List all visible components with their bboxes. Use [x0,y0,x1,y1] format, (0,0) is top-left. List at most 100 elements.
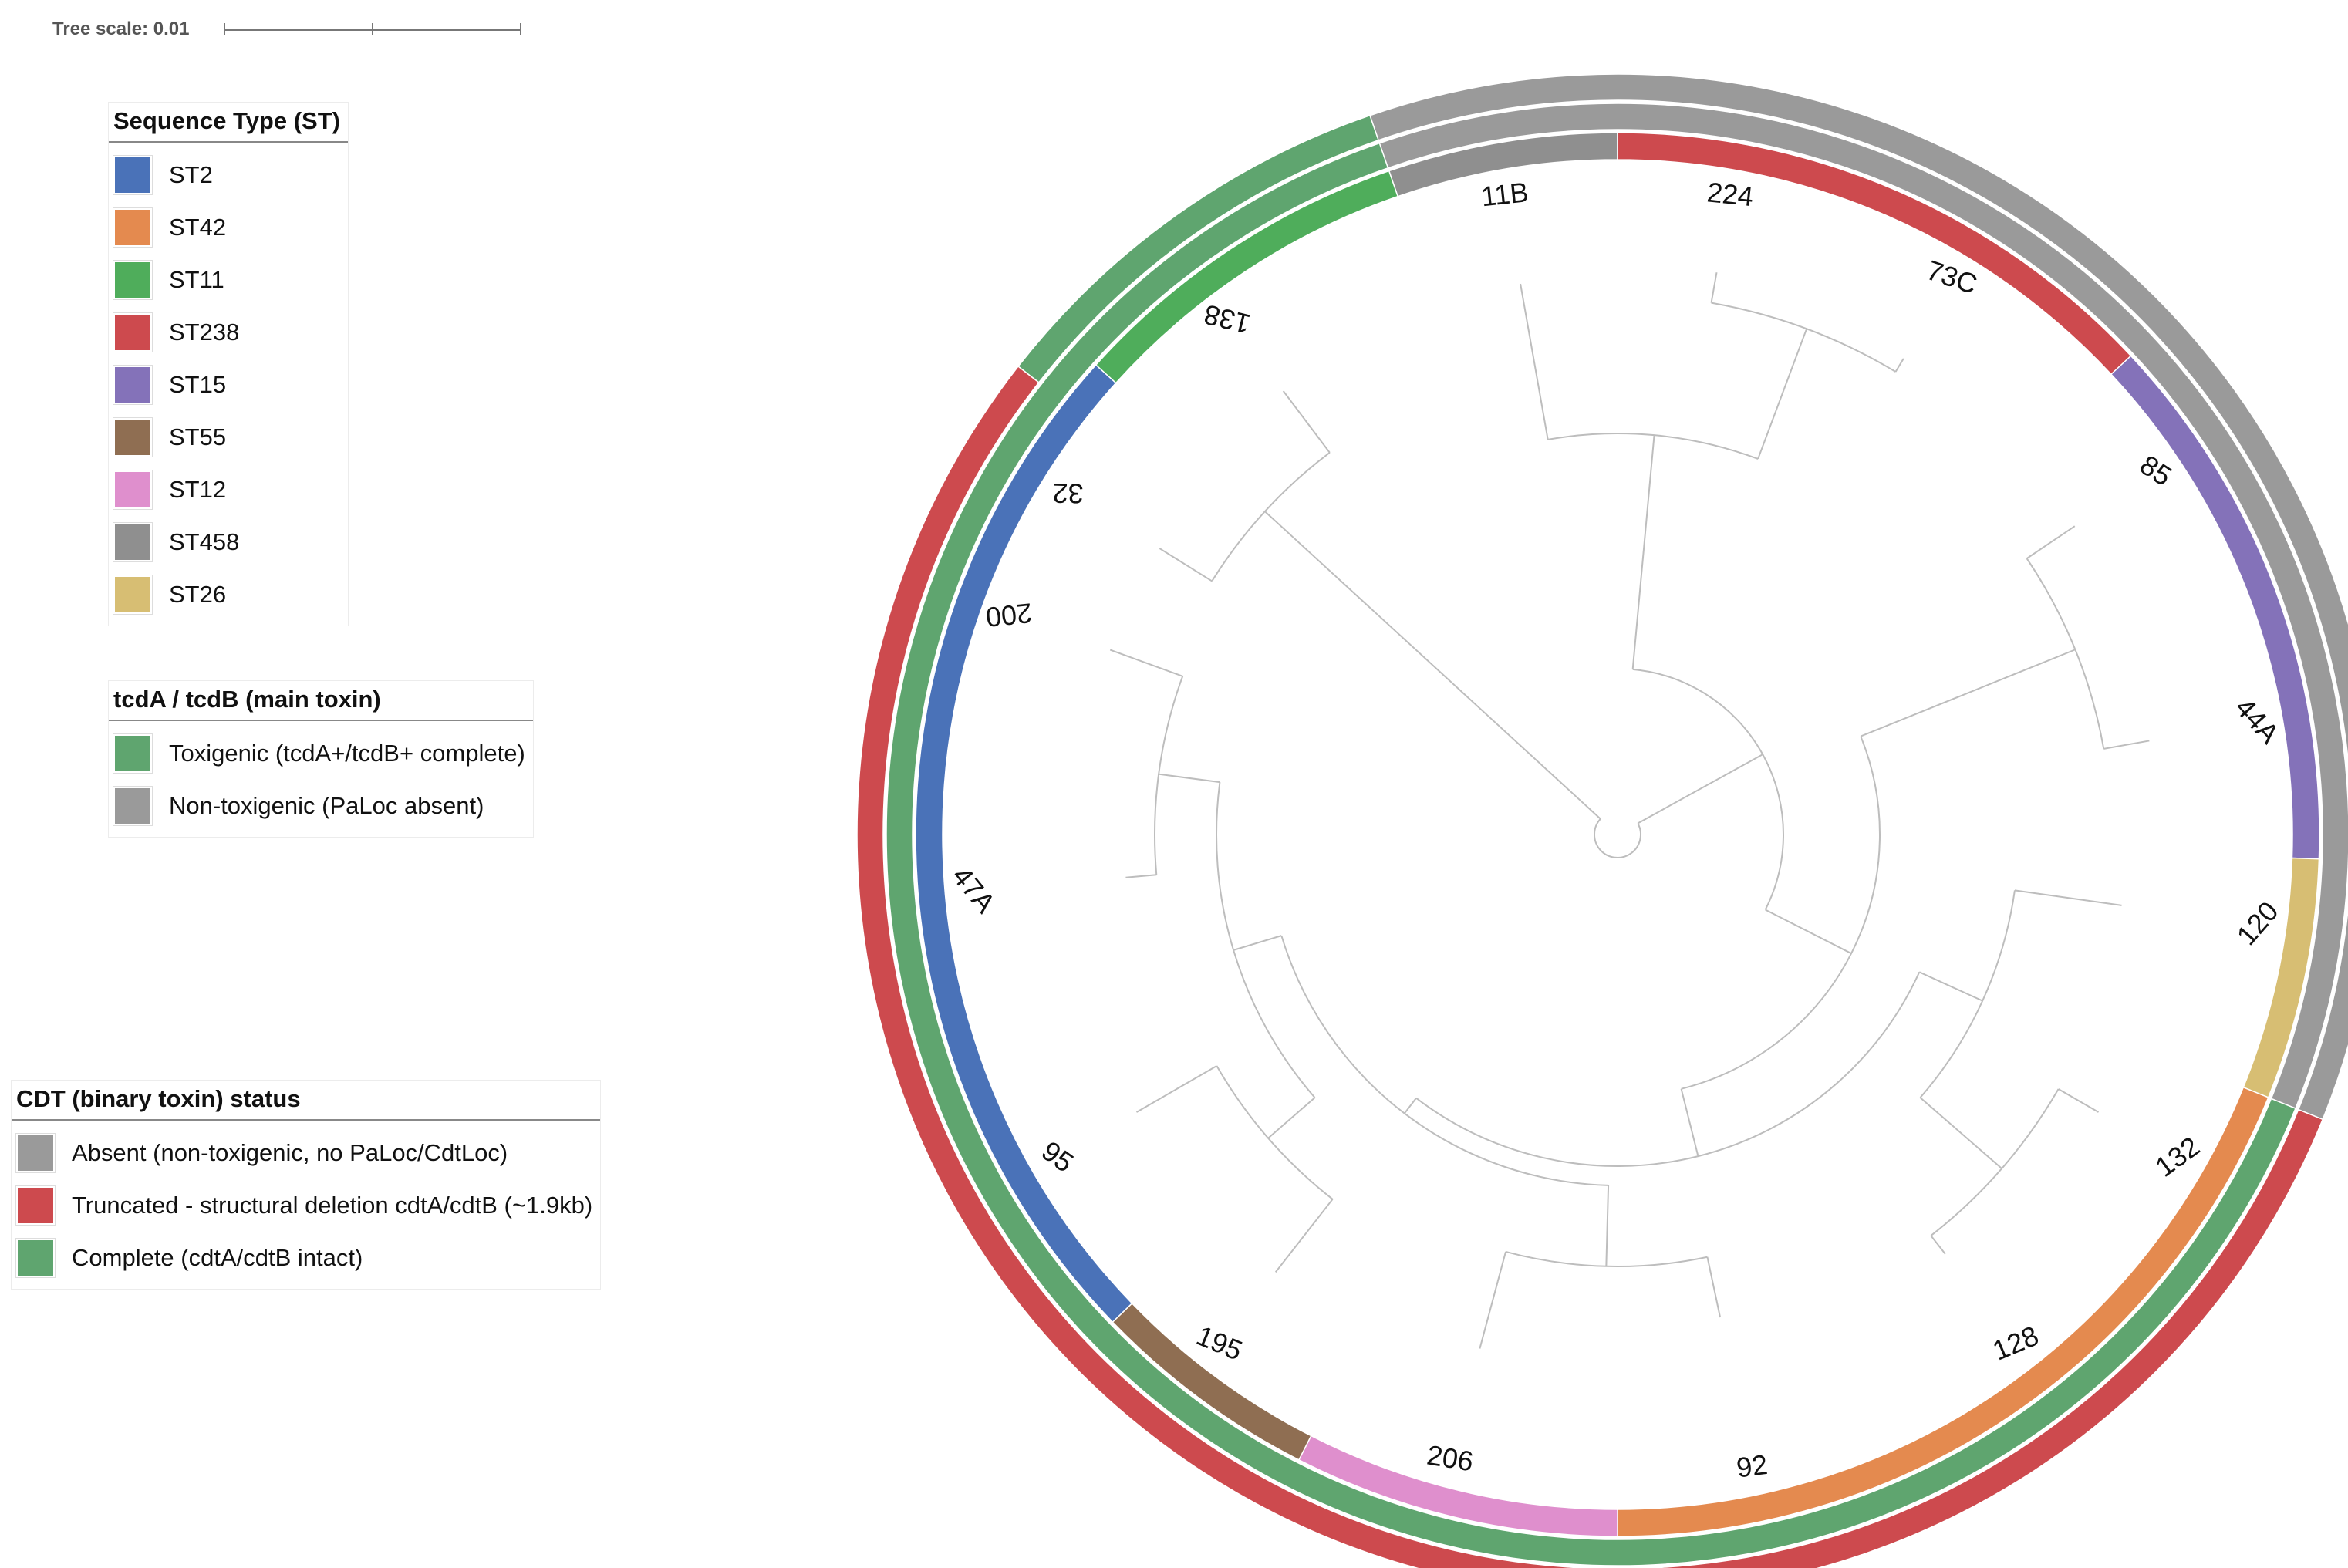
tree-branch [2017,649,2076,674]
legend-item: Truncated - structural deletion cdtA/cdt… [16,1179,592,1232]
tree-branch [1930,1235,1946,1255]
tree-branch [1680,1088,1699,1157]
tree-branch [2014,889,2122,906]
legend-label: Truncated - structural deletion cdtA/cdt… [72,1192,593,1219]
legend-item: Absent (non-toxigenic, no PaLoc/CdtLoc) [16,1127,592,1179]
ring-segment-tcd [1378,103,2348,1110]
legend-swatch [113,156,152,194]
tree-arc [1919,890,2016,1098]
legend-items: Absent (non-toxigenic, no PaLoc/CdtLoc) T… [12,1121,600,1289]
tree-arc [1216,1065,1334,1200]
tree-branch [1894,358,1904,373]
tree-branch [1860,672,2019,737]
tree-branch [1267,1097,1316,1139]
tree-branch [1264,511,1311,554]
legend-item: ST26 [113,568,340,621]
tree-arc [1632,668,1784,910]
tree-branch [1919,1097,1945,1119]
tree-branch [1135,1065,1217,1113]
legend-label: ST458 [169,528,240,555]
tree-branch [1159,548,1213,582]
legend-label: ST15 [169,371,227,398]
legend-swatch [113,787,152,825]
legend-label: ST2 [169,161,213,188]
legend-item: ST11 [113,254,340,306]
tree-arc [1681,736,1881,1090]
legend-label: ST42 [169,214,227,241]
legend-item: Non-toxigenic (PaLoc absent) [113,780,525,832]
legend-label: ST11 [169,266,224,293]
tree-branch [1918,971,1983,1002]
tree-branch [1520,283,1549,440]
tree-arc [2026,558,2105,750]
tree-branch [1765,909,1852,955]
legend-label: Absent (non-toxigenic, no PaLoc/CdtLoc) [72,1139,508,1166]
tree-arc [1711,302,1897,373]
legend-tcd-toxin: tcdA / tcdB (main toxin) Toxigenic (tcdA… [108,680,534,838]
tree-branch [1125,874,1157,878]
tree-arc [1154,676,1184,875]
legend-swatch [16,1134,55,1172]
tree-branch [1649,435,1655,482]
tip-label: 11B [1479,176,1530,212]
tree-arc [1505,1250,1708,1267]
tree-arc [1930,1088,2060,1236]
legend-title: Sequence Type (ST) [109,103,348,143]
legend-items: Toxigenic (tcdA+/tcdB+ complete)Non-toxi… [109,721,533,837]
tree-branch [1274,1199,1334,1273]
tree-branch [1706,1256,1722,1318]
tree-branch [1942,1117,2002,1169]
legend-item: ST238 [113,306,340,359]
ring-segment-cdt [1017,114,1380,383]
tree-branch [1605,1185,1610,1266]
legend-item: Complete (cdtA/cdtB intact) [16,1232,592,1284]
tree-scale-label: Tree scale: 0.01 [52,19,190,39]
legend-label: Complete (cdtA/cdtB intact) [72,1244,363,1271]
tree-branch [1496,1251,1507,1282]
tree-scale-tick-mid [372,23,373,35]
tip-label: 47A [946,861,1001,919]
legend-swatch [16,1239,55,1277]
tree-scale: Tree scale: 0.01 [52,17,546,42]
legend-label: ST55 [169,423,227,450]
tree-branch [1109,649,1183,677]
tree-branch [1757,411,1776,460]
tree-arc [1211,452,1331,582]
ring-segment-cdt [1369,73,2348,1121]
tree-arc [1280,935,1609,1186]
legend-title: tcdA / tcdB (main toxin) [109,681,533,721]
legend-item: ST2 [113,149,340,201]
tree-scale-tick-end [520,23,521,35]
legend-item: ST15 [113,359,340,411]
legend-item: Toxigenic (tcdA+/tcdB+ complete) [113,727,525,780]
tree-branch [1282,390,1331,454]
tip-label: 120 [2230,895,2284,951]
tree-branch [2058,1088,2100,1113]
legend-cdt-status: CDT (binary toxin) status Absent (non-to… [11,1080,602,1290]
tree-branch [1774,328,1808,413]
tree-arc [1216,781,1316,1098]
tip-label: 128 [1988,1320,2043,1367]
legend-label: ST238 [169,319,240,346]
ring-segment-tcd [886,142,2296,1566]
legend-swatch [113,734,152,773]
tree-arc [1415,971,1921,1167]
tree-branch [1710,272,1718,303]
tree-scale-tick-start [224,23,225,35]
tree-branch [1479,1281,1499,1349]
legend-label: ST26 [169,581,227,608]
tip-label: 224 [1705,176,1755,212]
tip-label: 200 [984,597,1034,633]
legend-swatch [113,366,152,404]
tree-branch [1637,754,1763,824]
legend-item: ST42 [113,201,340,254]
legend-swatch [113,523,152,561]
legend-item: ST12 [113,464,340,516]
ring-segment-cdt [856,365,2324,1568]
tip-label: 44A [2229,692,2286,750]
ring-segment-st [1095,170,1399,384]
tree-branch [1159,773,1220,784]
